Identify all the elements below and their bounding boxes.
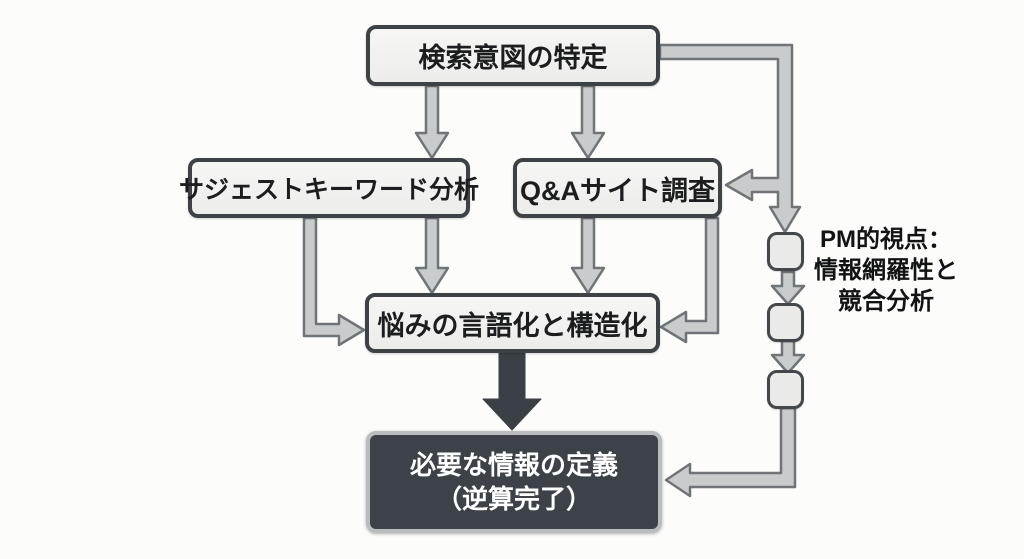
pm-note-line1: PM的視点： [820,226,952,253]
arrow-top-to-qa-icon [570,84,606,160]
arrow-suggest-elbow-left-icon [302,216,366,347]
pm-perspective-note: PM的視点： 情報網羅性と 競合分析 [790,224,982,317]
node-suggest-keyword-label: サジェストキーワード分析 [179,176,480,204]
connector-top-to-rail-icon [658,43,802,234]
checkpoint-box-3 [767,370,804,409]
node-suggest-keyword-analysis: サジェストキーワード分析 [179,158,479,218]
node-qa-site-label: Q&Aサイト調査 [520,175,715,206]
node-search-intent: 検索意図の特定 [366,25,660,86]
checkpoint-box-2 [767,303,804,342]
arrow-qa-to-verbalize-icon [570,216,606,295]
node-define-info-label-line1: 必要な情報の定義 [409,450,618,480]
arrow-checkpoint1-to-2-icon [770,270,806,306]
connector-rail-to-define-icon [664,406,797,498]
pm-note-line3: 競合分析 [838,288,934,315]
checkpoint-box-1 [767,232,804,271]
node-verbalize-label: 悩みの言語化と構造化 [377,310,648,341]
node-verbalize-structure: 悩みの言語化と構造化 [365,293,660,353]
node-define-required-info: 必要な情報の定義 （逆算完了） [366,431,662,533]
arrow-verbalize-to-define-icon [482,351,542,431]
arrow-checkpoint2-to-3-icon [770,339,806,375]
arrow-top-to-suggest-icon [414,84,450,160]
arrow-suggest-to-verbalize-icon [414,216,450,295]
node-qa-site-research: Q&Aサイト調査 [513,158,722,218]
node-define-info-label-line2: （逆算完了） [435,484,592,514]
pm-note-line2: 情報網羅性と [814,257,958,284]
node-search-intent-label: 検索意図の特定 [418,43,608,73]
arrow-qa-elbow-right-icon [659,216,720,344]
